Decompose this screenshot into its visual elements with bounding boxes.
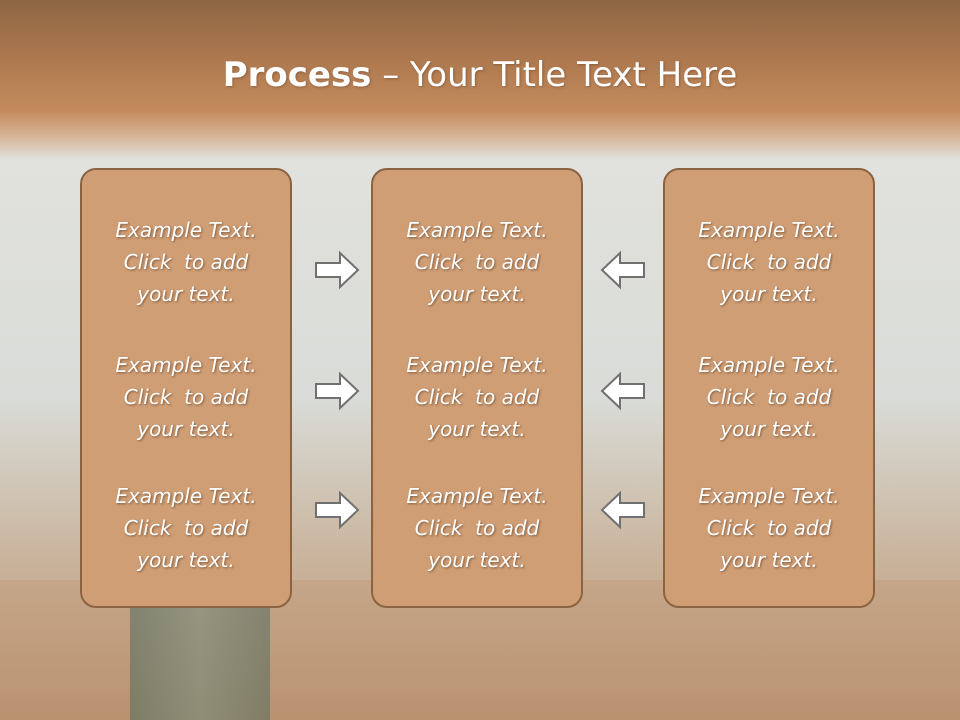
process-box-middle[interactable]: Example Text. Click to add your text. Ex… [371,168,583,608]
text-line: Click to add [414,385,540,409]
text-line: Example Text. [406,218,548,242]
background-bottle [130,600,270,720]
left-arrow-icon [600,250,645,290]
text-placeholder[interactable]: Example Text. Click to add your text. [665,349,873,445]
text-line: Example Text. [406,484,548,508]
title-banner [0,0,960,160]
text-line: your text. [428,417,526,441]
right-arrow-icon [315,490,360,530]
text-line: your text. [137,282,235,306]
text-placeholder[interactable]: Example Text. Click to add your text. [373,214,581,310]
text-line: Example Text. [698,218,840,242]
text-line: your text. [720,282,818,306]
text-placeholder[interactable]: Example Text. Click to add your text. [82,349,290,445]
text-line: Example Text. [698,353,840,377]
title-bold: Process [222,55,372,95]
text-placeholder[interactable]: Example Text. Click to add your text. [82,214,290,310]
text-line: Example Text. [115,484,257,508]
text-line: Example Text. [115,353,257,377]
text-line: Example Text. [115,218,257,242]
text-placeholder[interactable]: Example Text. Click to add your text. [665,214,873,310]
process-box-right[interactable]: Example Text. Click to add your text. Ex… [663,168,875,608]
right-arrow-icon [315,371,360,411]
title-rest: – Your Title Text Here [371,55,738,95]
text-line: your text. [720,548,818,572]
text-line: Example Text. [406,353,548,377]
text-line: Click to add [414,516,540,540]
text-line: your text. [720,417,818,441]
text-line: Example Text. [698,484,840,508]
text-line: your text. [137,548,235,572]
text-line: Click to add [414,250,540,274]
text-line: your text. [428,548,526,572]
text-line: Click to add [706,250,832,274]
slide-title[interactable]: Process – Your Title Text Here [0,52,960,98]
text-line: Click to add [123,385,249,409]
text-line: your text. [428,282,526,306]
left-arrow-icon [600,490,645,530]
right-arrow-icon [315,250,360,290]
left-arrow-icon [600,371,645,411]
text-line: Click to add [706,516,832,540]
text-line: Click to add [123,250,249,274]
text-line: Click to add [706,385,832,409]
text-placeholder[interactable]: Example Text. Click to add your text. [373,349,581,445]
text-placeholder[interactable]: Example Text. Click to add your text. [665,480,873,576]
text-placeholder[interactable]: Example Text. Click to add your text. [373,480,581,576]
process-box-left[interactable]: Example Text. Click to add your text. Ex… [80,168,292,608]
text-line: your text. [137,417,235,441]
text-line: Click to add [123,516,249,540]
text-placeholder[interactable]: Example Text. Click to add your text. [82,480,290,576]
